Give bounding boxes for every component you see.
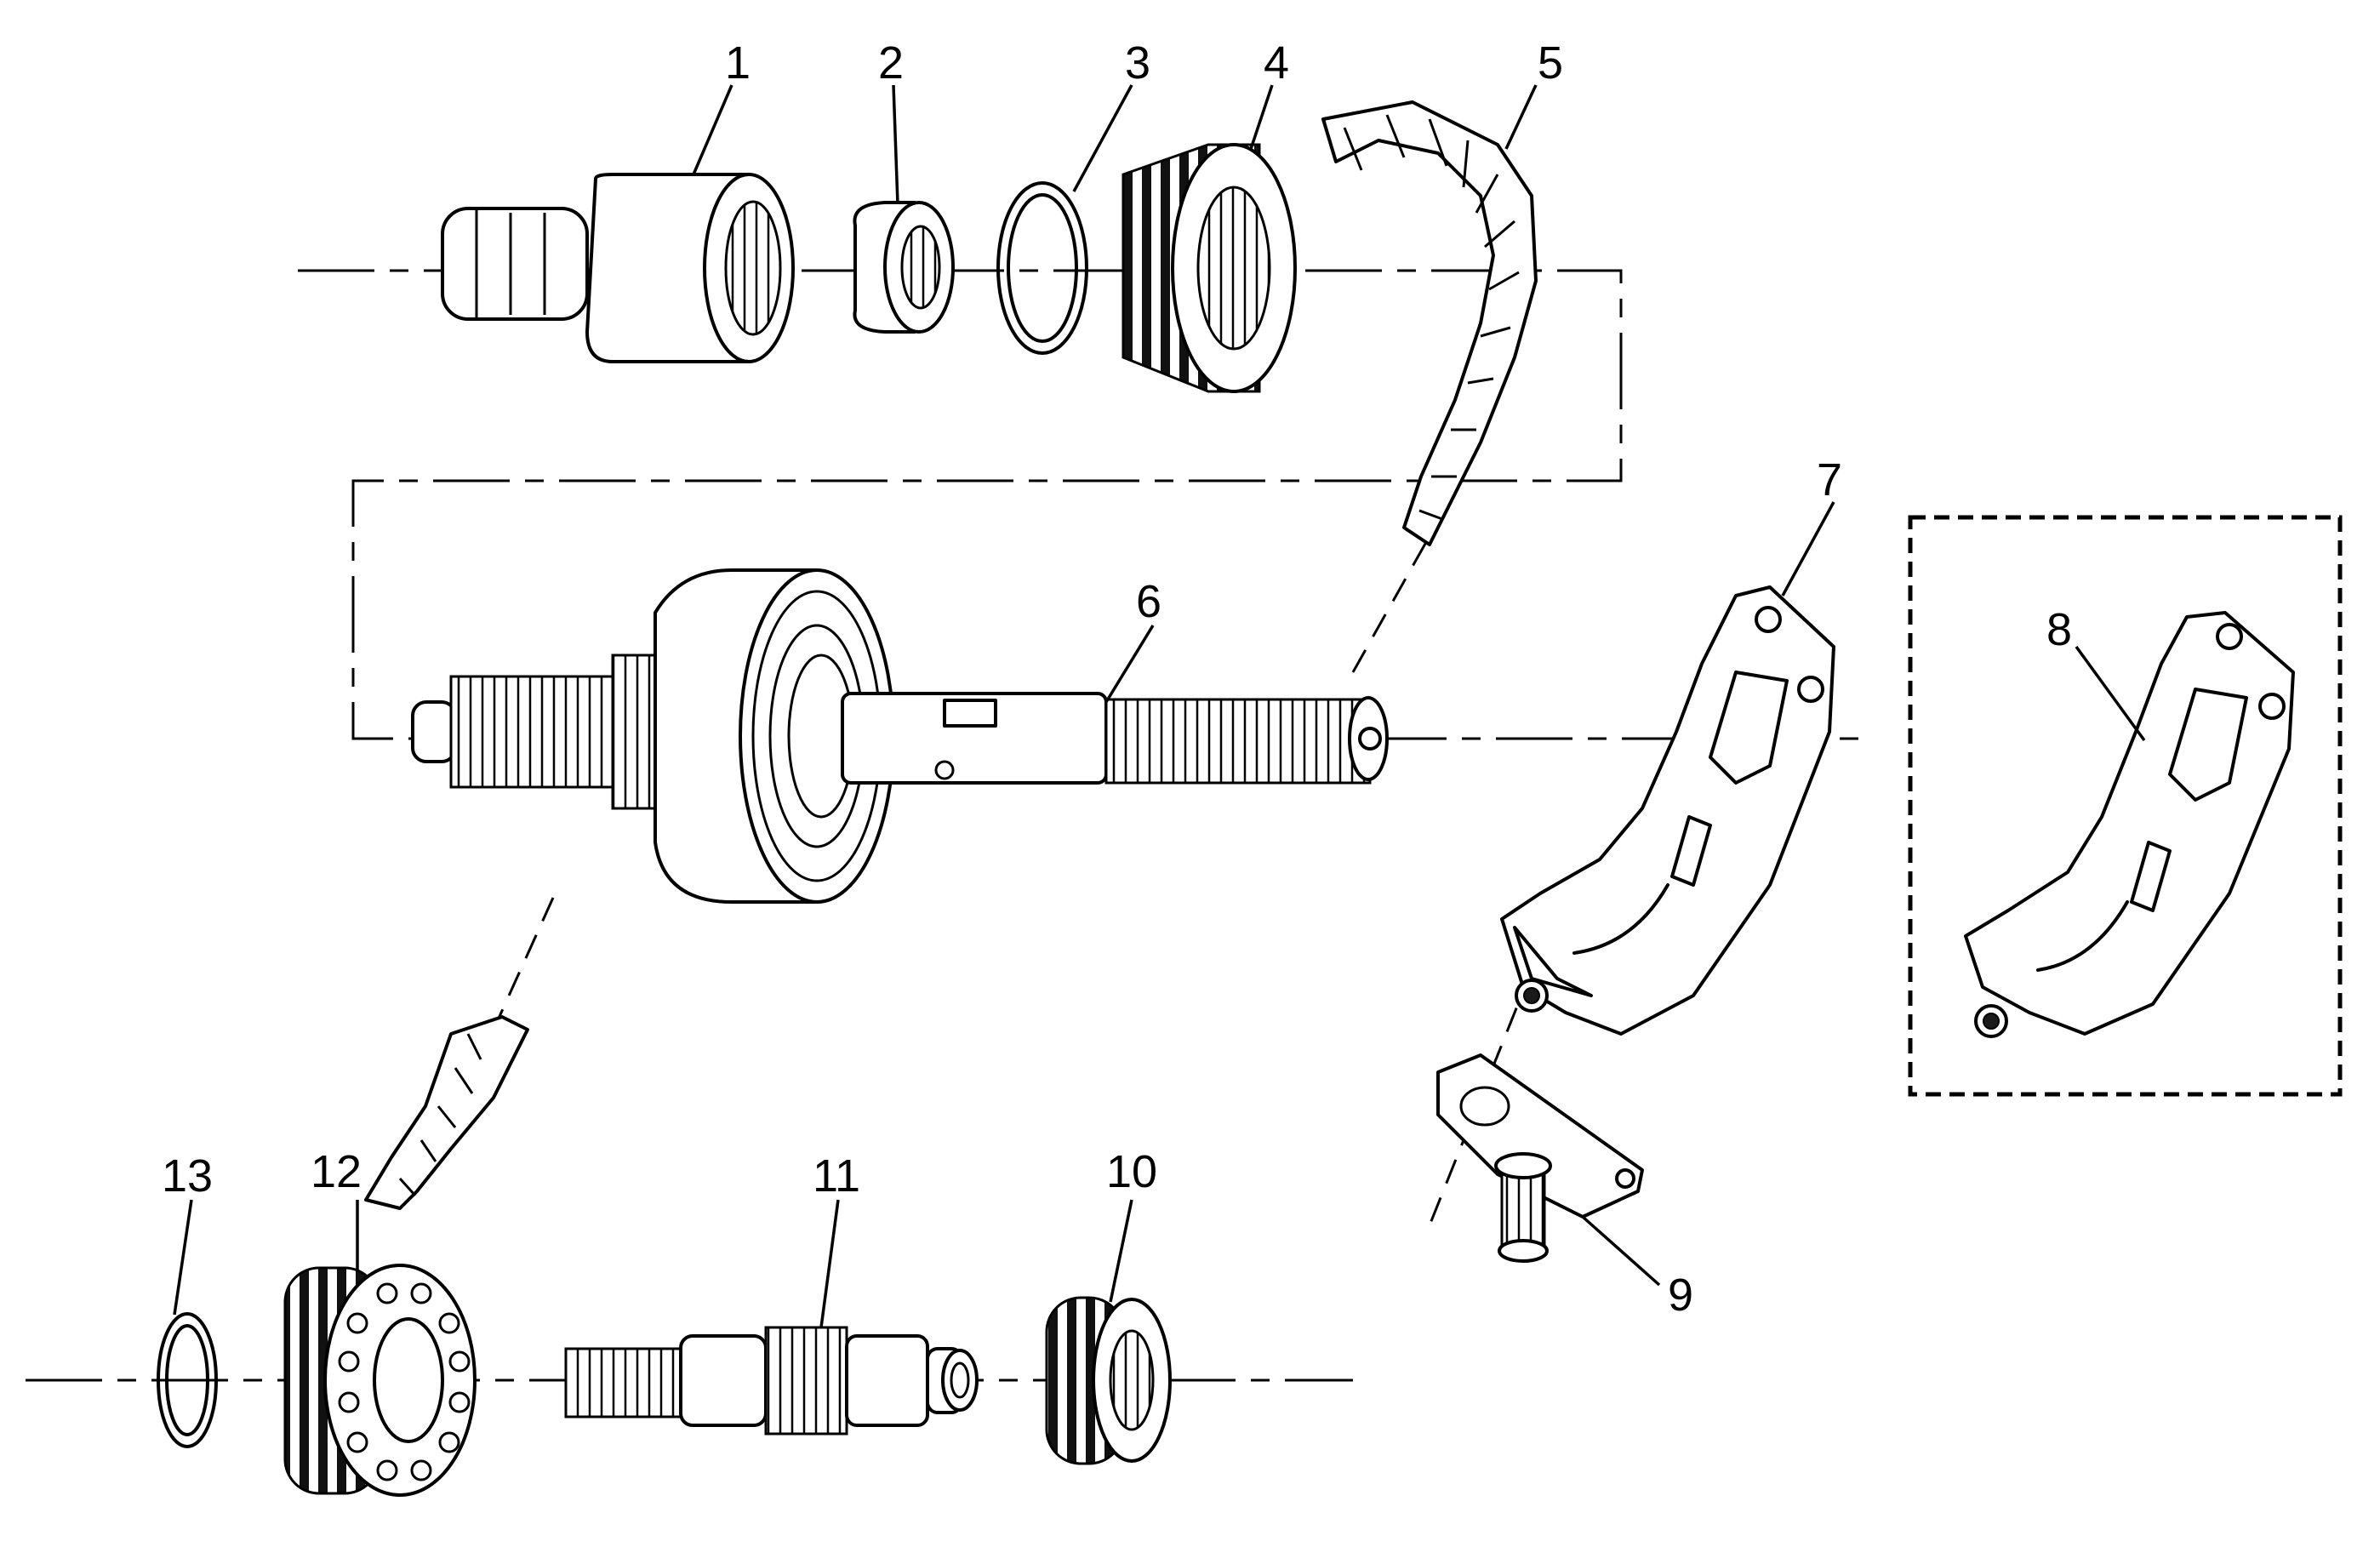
- part-13-snap-ring: [157, 1312, 218, 1448]
- callout-6: 6: [1136, 576, 1161, 627]
- part-1-shaft: [441, 173, 795, 363]
- callout-12: 12: [311, 1146, 362, 1197]
- callout-13: 13: [162, 1150, 213, 1202]
- lower-drive-chain: [364, 1015, 529, 1210]
- callout-8: 8: [2046, 604, 2072, 655]
- part-9-plate: [1436, 1053, 1644, 1263]
- part-2-bushing: [853, 201, 955, 334]
- callout-4: 4: [1264, 37, 1289, 88]
- leader-lines: [173, 84, 2146, 1328]
- part-12-sprocket: [283, 1264, 477, 1497]
- callout-10: 10: [1106, 1146, 1157, 1197]
- callout-5: 5: [1538, 37, 1563, 88]
- part-5-drive-chain: [1321, 100, 1538, 546]
- callout-3: 3: [1125, 37, 1150, 88]
- callout-labels: 1 2 3 4 5 6 7 8 9 10 11 12 13: [162, 37, 2072, 1321]
- callout-9: 9: [1668, 1270, 1693, 1321]
- part-4-sprocket: [1122, 143, 1297, 393]
- part-6-mainshaft: [411, 568, 1389, 904]
- part-11-output-shaft: [564, 1326, 979, 1436]
- part-3-snap-ring: [996, 181, 1088, 355]
- part-7-bracket: [1500, 585, 1835, 1036]
- callout-11: 11: [813, 1150, 860, 1202]
- part-10-gear: [1045, 1296, 1172, 1465]
- part-8-alternate-bracket: [1908, 515, 2343, 1097]
- callout-7: 7: [1817, 454, 1842, 505]
- callout-2: 2: [878, 37, 904, 88]
- callout-1: 1: [725, 37, 751, 88]
